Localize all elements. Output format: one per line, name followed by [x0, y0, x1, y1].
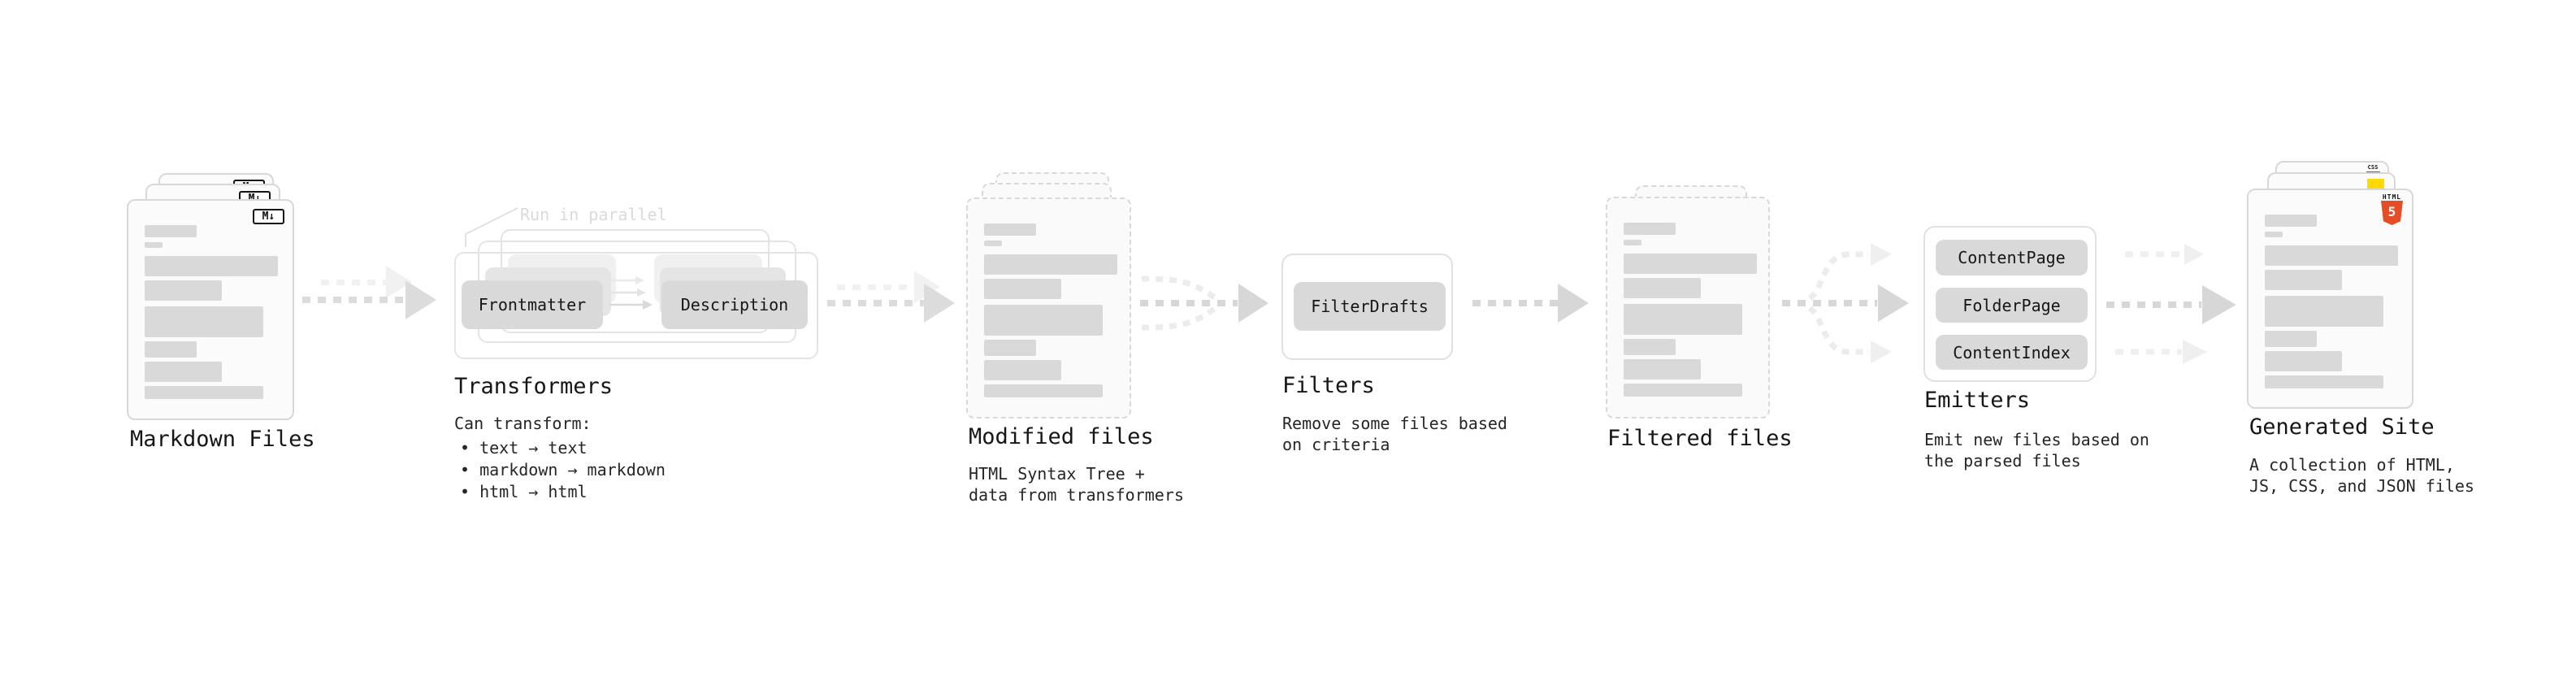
folderpage-node: FolderPage [1936, 288, 2088, 323]
stage-title-emitters: Emitters [1924, 388, 2031, 413]
doc-text-bar [2265, 331, 2317, 347]
flow-arrow-markdown-to-transformers [302, 280, 436, 319]
arrow-head [1558, 284, 1589, 323]
doc-text-bar [145, 306, 263, 337]
emitters-panel: ContentPage FolderPage ContentIndex [1923, 226, 2097, 382]
markdown-file-card-front: M↓ [127, 199, 294, 420]
transformers-bullet-list: • text → text • markdown → markdown • ht… [460, 437, 666, 503]
stage-transformers: Run in parallel Frontmatter Description [454, 203, 828, 496]
arrow-shaft [321, 279, 386, 285]
doc-text-bar [984, 384, 1103, 397]
frontmatter-node: Frontmatter [462, 280, 603, 329]
doc-text-bar [145, 386, 263, 399]
html5-badge-label: HTML [2382, 193, 2402, 201]
bullet-item: • text → text [460, 438, 588, 458]
arrow-shaft [302, 297, 405, 303]
doc-text-bar [1624, 359, 1701, 380]
bullet-item: • html → html [460, 482, 588, 501]
doc-text-bar [984, 223, 1036, 236]
flow-arrows-emitters-to-generated [2106, 244, 2236, 364]
doc-text-bar [984, 340, 1036, 356]
desc-line: Remove some files based [1282, 414, 1507, 433]
arrow-head [924, 284, 955, 323]
doc-text-bar [145, 341, 197, 358]
doc-text-bar [1624, 223, 1676, 235]
flow-arrow-transformers-to-modified [827, 284, 955, 323]
run-in-parallel-callout-line [465, 207, 518, 247]
stage-generated: CSS HTML 5 [2247, 159, 2419, 419]
filters-desc: Remove some files based on criteria [1282, 413, 1507, 455]
doc-text-bar [2265, 232, 2283, 237]
arrow-shaft [837, 284, 914, 290]
css-badge-label: CSS [2367, 164, 2379, 171]
html5-icon: HTML 5 [2381, 193, 2403, 225]
desc-line: Emit new files based on [1924, 430, 2149, 449]
emitters-desc: Emit new files based on the parsed files [1924, 429, 2149, 471]
doc-text-bar [2265, 245, 2398, 266]
flow-arrow-filtered-to-emitters-split [1782, 243, 1909, 363]
generated-desc: A collection of HTML, JS, CSS, and JSON … [2249, 454, 2474, 497]
arrow-shaft [827, 300, 924, 306]
contentpage-node: ContentPage [1936, 240, 2088, 275]
doc-text-bar [2265, 296, 2383, 327]
doc-text-bar [1624, 384, 1742, 397]
desc-line: A collection of HTML, [2249, 455, 2455, 475]
desc-line: on criteria [1282, 435, 1390, 454]
arrow-head [405, 280, 436, 319]
description-node: Description [661, 280, 808, 329]
generated-file-card-front: HTML 5 [2247, 189, 2413, 409]
doc-text-bar [145, 280, 222, 301]
parallel-mini-arrows [609, 276, 653, 310]
stage-title-filters: Filters [1282, 373, 1375, 398]
transformers-desc-heading: Can transform: [454, 414, 592, 433]
doc-text-bar [984, 305, 1103, 336]
contentindex-node: ContentIndex [1936, 335, 2088, 370]
arrow-shaft [1472, 300, 1558, 306]
desc-line: the parsed files [1924, 451, 2081, 471]
desc-line: data from transformers [969, 485, 1184, 505]
modified-file-card-front [966, 197, 1131, 419]
doc-text-bar [2265, 215, 2317, 227]
filtered-file-card-front [1606, 197, 1770, 419]
doc-text-bar [1624, 254, 1757, 274]
flow-arrow-filters-to-filtered [1472, 284, 1589, 323]
doc-text-bar [2265, 375, 2383, 388]
doc-text-bar [1624, 278, 1701, 298]
stage-title-generated: Generated Site [2249, 414, 2435, 440]
flow-arrow-modified-to-filters-merge [1140, 275, 1268, 331]
doc-text-bar [984, 279, 1061, 299]
filters-panel: FilterDrafts [1281, 254, 1453, 360]
markdown-icon: M↓ [253, 209, 284, 224]
doc-text-bar [1624, 304, 1742, 335]
doc-text-bar [145, 225, 197, 237]
stage-title-filtered: Filtered files [1607, 426, 1793, 451]
filterdrafts-node: FilterDrafts [1294, 282, 1446, 331]
doc-text-bar [984, 360, 1061, 380]
doc-text-bar [145, 242, 163, 248]
doc-text-bar [1624, 240, 1641, 245]
bullet-item: • markdown → markdown [460, 460, 666, 479]
doc-text-bar [1624, 339, 1676, 355]
run-in-parallel-note: Run in parallel [520, 205, 667, 224]
stage-title-transformers: Transformers [454, 374, 614, 399]
doc-text-bar [145, 362, 222, 382]
stage-title-modified: Modified files [969, 424, 1154, 449]
stage-filtered [1606, 175, 1776, 435]
doc-text-bar [984, 241, 1002, 246]
doc-text-bar [2265, 270, 2342, 290]
doc-text-bar [2265, 351, 2342, 371]
stage-markdown: M↓ M↓ M↓ [127, 171, 299, 431]
html5-shield: 5 [2381, 201, 2403, 225]
doc-text-bar [145, 256, 278, 276]
stage-title-markdown: Markdown Files [130, 427, 315, 452]
stage-modified [966, 167, 1137, 427]
javascript-icon [2367, 179, 2384, 190]
desc-line: HTML Syntax Tree + [969, 464, 1145, 484]
modified-desc: HTML Syntax Tree + data from transformer… [969, 463, 1184, 505]
transformer-group-box-front [454, 252, 818, 359]
doc-text-bar [984, 254, 1117, 275]
desc-line: JS, CSS, and JSON files [2249, 476, 2474, 496]
